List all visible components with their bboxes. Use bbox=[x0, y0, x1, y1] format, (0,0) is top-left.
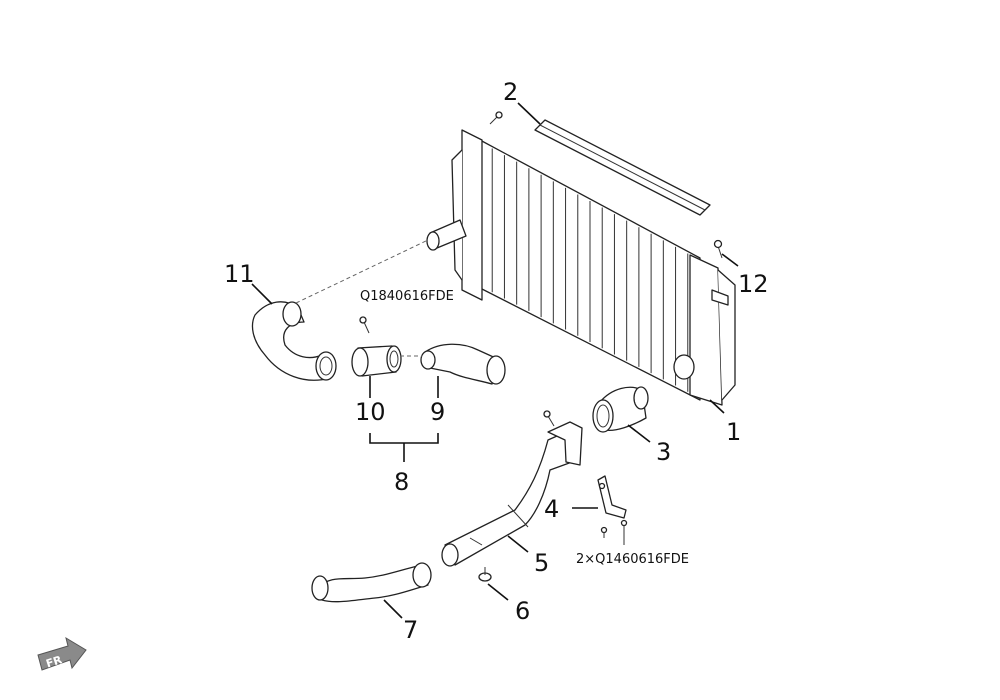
outlet-hose-part-3 bbox=[592, 386, 649, 433]
bolt-part-12 bbox=[713, 239, 723, 259]
leader-lines bbox=[251, 102, 739, 619]
callout-11: 11 bbox=[224, 260, 255, 288]
clamp-part-10 bbox=[351, 345, 402, 377]
callout-9: 9 bbox=[430, 398, 445, 426]
callout-7: 7 bbox=[403, 616, 418, 644]
front-orientation-arrow-icon: FR bbox=[37, 636, 87, 671]
bracket-part-4 bbox=[597, 475, 628, 545]
charge-pipe-part-5 bbox=[441, 421, 583, 567]
lower-hose-part-7 bbox=[311, 562, 432, 603]
callout-8: 8 bbox=[394, 468, 409, 496]
callout-6: 6 bbox=[515, 597, 530, 625]
intercooler-part-1 bbox=[426, 129, 736, 406]
fastener-code-clamp-bolt: Q1840616FDE bbox=[360, 289, 454, 304]
callout-2: 2 bbox=[503, 78, 518, 106]
fastener-code-bracket-bolts: 2×Q1460616FDE bbox=[576, 552, 689, 567]
bolt-icon bbox=[489, 111, 503, 125]
bolt-icon bbox=[359, 316, 370, 334]
callout-1: 1 bbox=[726, 418, 741, 446]
callout-5: 5 bbox=[534, 549, 549, 577]
callout-10: 10 bbox=[355, 398, 386, 426]
callout-4: 4 bbox=[544, 495, 559, 523]
front-orientation-label: FR bbox=[44, 653, 64, 670]
callout-3: 3 bbox=[656, 438, 671, 466]
bolt-icon bbox=[543, 410, 555, 427]
upper-hose-part-11 bbox=[251, 301, 337, 381]
assembly-line bbox=[295, 239, 429, 304]
elbow-hose-part-9 bbox=[420, 343, 506, 385]
seal-strip-part-2 bbox=[534, 119, 711, 216]
bolt-part-6 bbox=[478, 567, 492, 582]
callout-12: 12 bbox=[738, 270, 769, 298]
cooling-fins bbox=[491, 148, 689, 392]
